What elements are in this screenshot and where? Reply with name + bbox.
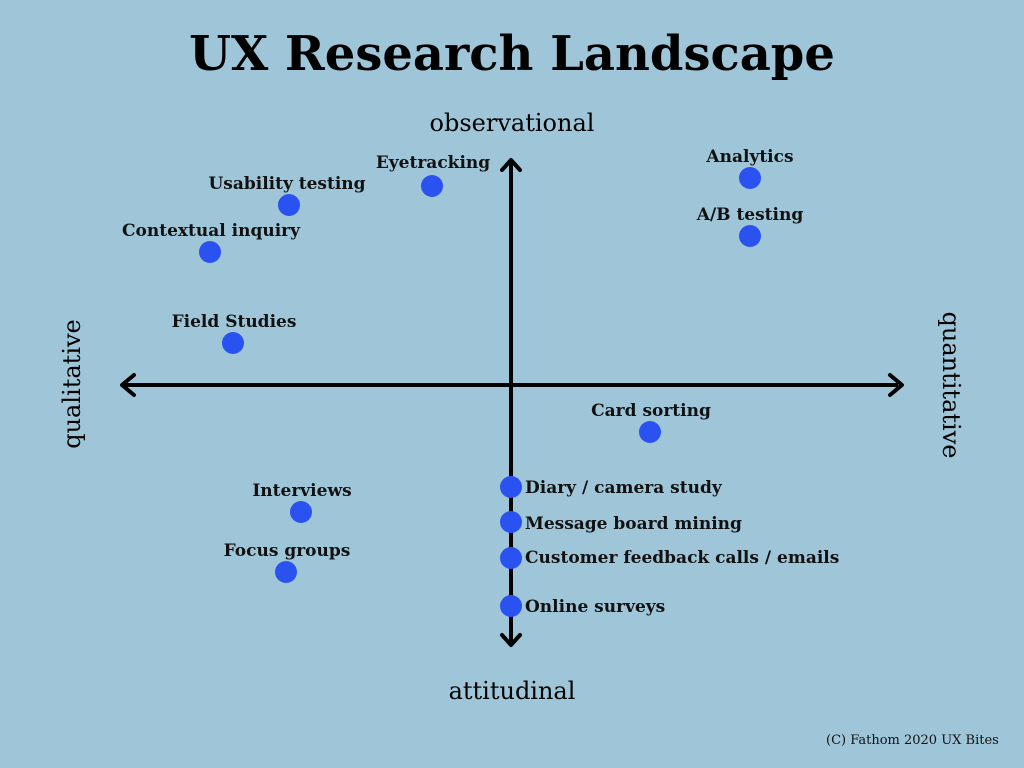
dot-online-surveys <box>500 595 522 617</box>
label-interviews: Interviews <box>252 481 352 501</box>
top-arrowhead <box>500 158 522 172</box>
label-contextual-inquiry: Contextual inquiry <box>122 221 300 241</box>
dot-eyetracking <box>421 175 443 197</box>
label-card-sorting: Card sorting <box>591 401 711 421</box>
axis-label-bottom: attitudinal <box>448 677 576 705</box>
right-arrowhead <box>888 373 904 397</box>
dot-field-studies <box>222 332 244 354</box>
label-diary-camera-study: Diary / camera study <box>525 478 722 498</box>
axis-label-top: observational <box>429 109 595 137</box>
dot-contextual-inquiry <box>199 241 221 263</box>
page-title: UX Research Landscape <box>189 26 835 82</box>
dot-diary-camera-study <box>500 476 522 498</box>
label-customer-feedback: Customer feedback calls / emails <box>525 548 840 568</box>
bottom-arrowhead <box>500 633 522 647</box>
dot-focus-groups <box>275 561 297 583</box>
dot-customer-feedback <box>500 547 522 569</box>
dot-interviews <box>290 501 312 523</box>
label-online-surveys: Online surveys <box>525 597 666 617</box>
label-ab-testing: A/B testing <box>696 205 804 225</box>
dot-message-board-mining <box>500 511 522 533</box>
copyright-note: (C) Fathom 2020 UX Bites <box>826 733 999 748</box>
label-usability-testing: Usability testing <box>208 174 366 194</box>
label-message-board-mining: Message board mining <box>525 514 742 534</box>
dot-ab-testing <box>739 225 761 247</box>
label-eyetracking: Eyetracking <box>375 153 491 173</box>
label-field-studies: Field Studies <box>171 312 297 332</box>
label-focus-groups: Focus groups <box>223 541 351 561</box>
left-arrowhead <box>120 373 136 397</box>
dot-analytics <box>739 167 761 189</box>
dot-card-sorting <box>639 421 661 443</box>
label-analytics: Analytics <box>706 147 794 167</box>
dot-usability-testing <box>278 194 300 216</box>
